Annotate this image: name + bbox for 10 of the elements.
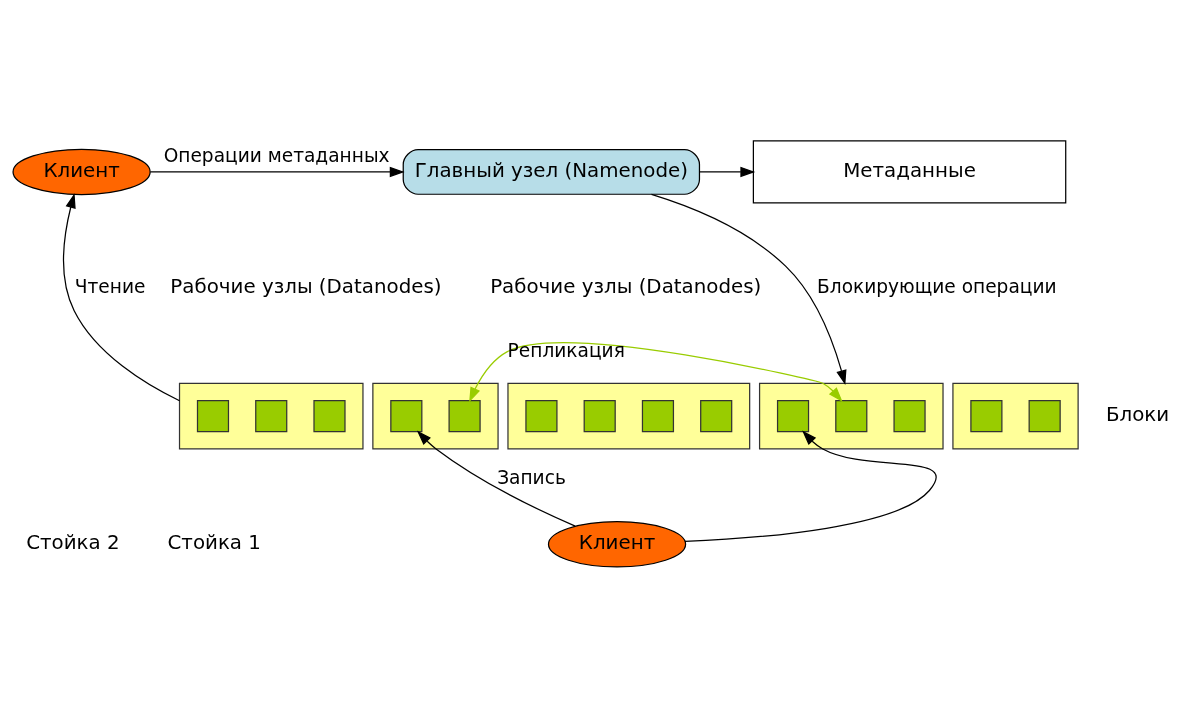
label: Рабочие узлы (Datanodes) (170, 274, 442, 298)
edge-label: Чтение (74, 275, 146, 297)
edge-label: Репликация (507, 339, 625, 361)
label: Рабочие узлы (Datanodes) (490, 274, 762, 298)
label: Блоки (1105, 402, 1170, 426)
edge-label: Блокирующие операции (817, 275, 1057, 297)
label: Стойка 1 (167, 530, 261, 554)
edge-label: Запись (497, 466, 566, 488)
edge-label: Операции метаданных (163, 144, 390, 166)
label: Стойка 2 (26, 530, 120, 554)
